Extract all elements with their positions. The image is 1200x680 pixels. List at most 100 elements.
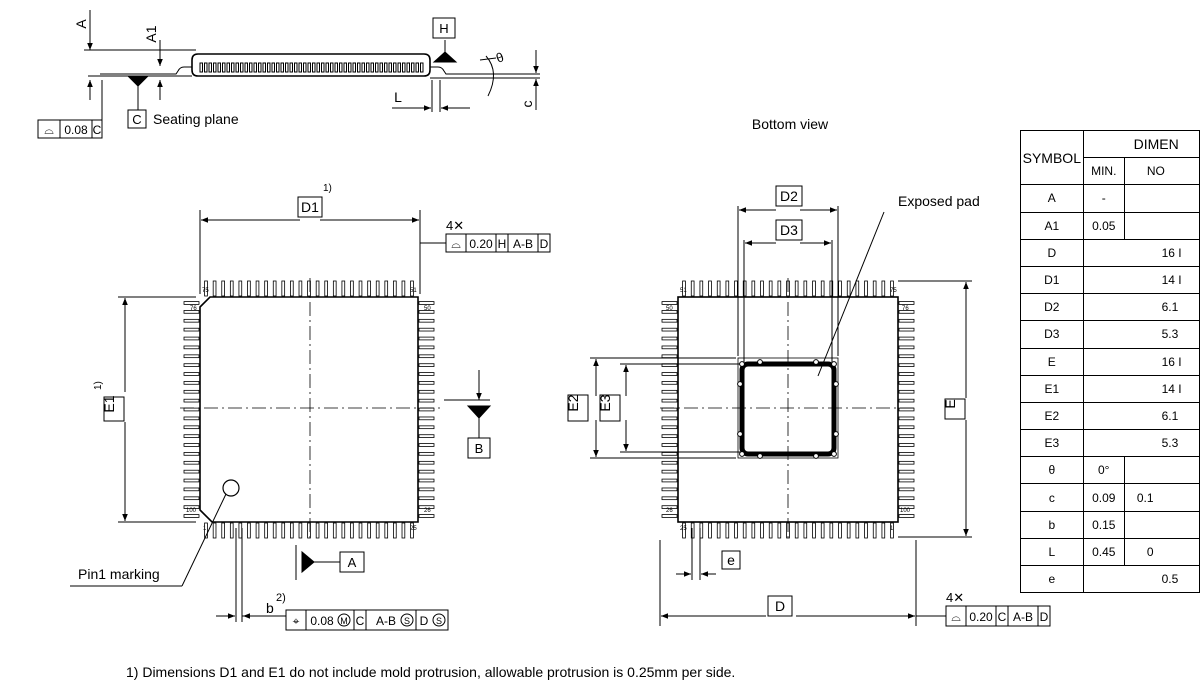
flatness-tolerance: 0.08 — [64, 123, 88, 137]
E1-box — [103, 396, 125, 422]
side-lead — [231, 62, 235, 73]
lead — [760, 280, 764, 297]
lead — [661, 381, 678, 385]
lead — [898, 487, 915, 492]
E2-box — [567, 394, 589, 422]
side-lead — [307, 62, 311, 73]
cell-symbol: D2 — [1020, 293, 1084, 322]
pin-number: 26 — [666, 508, 673, 514]
lead — [418, 443, 435, 447]
lead — [281, 280, 286, 297]
pin-number: 1 — [203, 526, 207, 532]
side-lead — [415, 62, 419, 73]
pad-corner-bump — [831, 451, 837, 457]
lead — [881, 280, 886, 297]
side-lead — [244, 62, 248, 73]
lead — [183, 363, 200, 367]
pin-number: 100 — [900, 508, 911, 514]
lead — [418, 389, 435, 394]
lead — [898, 318, 915, 323]
lead — [661, 327, 678, 332]
exposed-pad — [739, 361, 837, 457]
lead — [418, 407, 435, 412]
lead — [183, 336, 200, 341]
lead — [794, 522, 799, 539]
profile-frame-bottom: ⌓ 0.20 C A-B D — [945, 605, 1051, 627]
side-lead — [379, 62, 383, 73]
D1-box — [297, 196, 323, 218]
lead — [183, 514, 200, 518]
lead — [418, 434, 435, 438]
lead — [238, 522, 243, 539]
lead — [341, 522, 346, 539]
side-lead — [384, 62, 388, 73]
pin-number: 100 — [186, 508, 197, 514]
side-lead — [208, 62, 212, 73]
lead — [699, 280, 704, 297]
side-lead — [280, 62, 284, 73]
lead — [820, 280, 825, 297]
lead — [690, 280, 695, 297]
side-lead — [388, 62, 392, 73]
lead — [183, 372, 200, 376]
side-lead — [271, 62, 275, 73]
lead — [418, 327, 435, 332]
side-label-A1: A1 — [143, 25, 159, 42]
side-lead — [361, 62, 365, 73]
lead — [855, 522, 860, 539]
cell-merged: 6.1 — [1082, 401, 1200, 431]
lead — [418, 487, 435, 492]
lead — [716, 522, 721, 539]
lead — [661, 301, 678, 305]
lead — [255, 522, 260, 539]
cell-min: 0.05 — [1082, 211, 1125, 240]
lead — [264, 522, 268, 539]
lead — [183, 381, 200, 385]
multiplier-top: 4✕ — [446, 218, 464, 233]
lead — [332, 522, 337, 539]
lead — [898, 372, 915, 376]
lead — [183, 469, 200, 474]
lead — [332, 280, 337, 297]
label-A: A — [348, 555, 357, 570]
lead — [751, 522, 756, 539]
cell-symbol: E2 — [1020, 401, 1084, 431]
lead — [290, 522, 294, 539]
lead — [661, 452, 678, 456]
lead — [890, 522, 894, 539]
side-lead — [217, 62, 221, 73]
table-header-symbol: SYMBOL — [1020, 129, 1084, 186]
profile-symbol: ⌓ — [451, 237, 461, 251]
lead — [183, 398, 200, 403]
lead — [898, 363, 915, 367]
lead — [393, 522, 397, 539]
lead — [358, 280, 363, 297]
D3-box — [775, 219, 803, 241]
lead — [367, 280, 371, 297]
cell-symbol: e — [1020, 564, 1084, 594]
lead — [682, 522, 686, 539]
position-datum2: A-B — [376, 614, 396, 628]
lead — [742, 280, 747, 297]
cell-symbol: θ — [1020, 456, 1084, 485]
D-box — [767, 595, 793, 617]
top-view-leads — [183, 280, 435, 539]
label-b: b — [266, 600, 274, 616]
side-lead — [298, 62, 302, 73]
lead — [384, 522, 389, 539]
position-datum3: D — [420, 614, 429, 628]
position-datum2-mod: S — [404, 616, 410, 626]
pin-number: 25 — [410, 526, 417, 532]
pad-corner-bump — [739, 451, 745, 457]
lead — [716, 280, 721, 297]
multiplier-bottom: 4✕ — [946, 590, 964, 605]
lead — [661, 407, 678, 412]
lead — [898, 327, 915, 332]
side-label-H: H — [439, 21, 448, 36]
lead — [183, 318, 200, 323]
cell-symbol: E1 — [1020, 374, 1084, 403]
side-lead — [321, 62, 325, 73]
